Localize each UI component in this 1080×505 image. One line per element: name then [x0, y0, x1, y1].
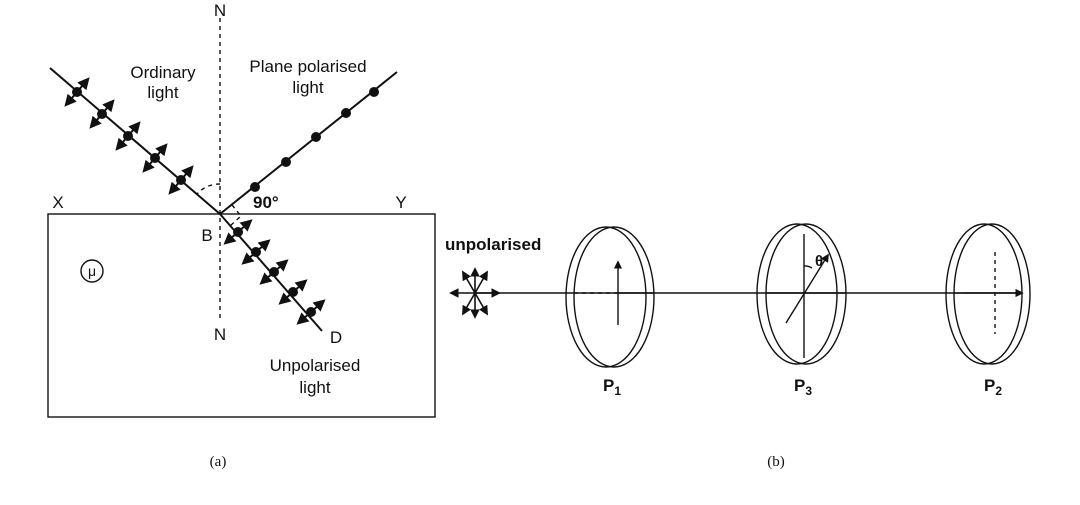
normal-bottom-label: N: [214, 325, 226, 344]
refractive-index-label: μ: [88, 263, 96, 279]
refracted-polarisation-marks: [223, 219, 326, 325]
theta-arc: [803, 265, 813, 269]
reflected-ray: [219, 71, 398, 215]
incident-arrow: [64, 77, 90, 107]
reflected-polarisation-marks: [250, 87, 379, 192]
caption-a: (a): [210, 454, 227, 470]
refracted-arrow: [278, 279, 308, 305]
figure-b: unpolarised P1 θ P3: [445, 223, 1031, 470]
plane-label-2: light: [292, 78, 323, 97]
unpolarised-label: unpolarised: [445, 235, 541, 254]
theta-label: θ: [815, 253, 823, 270]
refracted-arrow: [223, 219, 253, 245]
incident-polarisation-marks: [64, 77, 194, 195]
right-angle-marker: [229, 204, 242, 227]
surface-left-label: X: [52, 193, 63, 212]
reflected-dot: [250, 182, 260, 192]
caption-b: (b): [767, 454, 785, 470]
polaroid-p3: [756, 223, 847, 365]
p3-axis-arrow: [785, 253, 829, 324]
p3-label: P3: [794, 376, 812, 398]
reflected-dot: [369, 87, 379, 97]
incident-arrow: [115, 121, 141, 151]
incidence-point-label: B: [201, 226, 212, 245]
refractive-index-circle: [80, 259, 104, 283]
angle-90-label: 90°: [253, 193, 279, 212]
end-point-label: D: [330, 328, 342, 347]
surface-right-label: Y: [395, 193, 406, 212]
unpolarised-label-1: Unpolarised: [270, 356, 361, 375]
refracted-arrow: [296, 299, 326, 325]
p1-label: P1: [603, 376, 621, 398]
figure-a: N N X Y B D μ 90° Ordinary light Plane p…: [47, 1, 436, 470]
ordinary-label-1: Ordinary: [130, 63, 196, 82]
refracted-arrow: [259, 259, 289, 285]
glass-block: [47, 213, 436, 418]
p2-label: P2: [984, 376, 1002, 398]
reflected-dot: [311, 132, 321, 142]
unpolarised-label-2: light: [299, 378, 330, 397]
refracted-arrow: [241, 239, 271, 265]
polaroid-p2: [945, 223, 1031, 365]
incident-arrow: [89, 99, 115, 129]
plane-label-1: Plane polarised: [249, 57, 366, 76]
polaroid-p1: [565, 226, 655, 368]
normal-top-label: N: [214, 1, 226, 20]
ordinary-label-2: light: [147, 83, 178, 102]
incidence-angle-arc: [196, 183, 221, 195]
reflected-dot: [341, 108, 351, 118]
incident-arrow: [142, 143, 168, 173]
reflected-dot: [281, 157, 291, 167]
incident-arrow: [168, 165, 194, 195]
